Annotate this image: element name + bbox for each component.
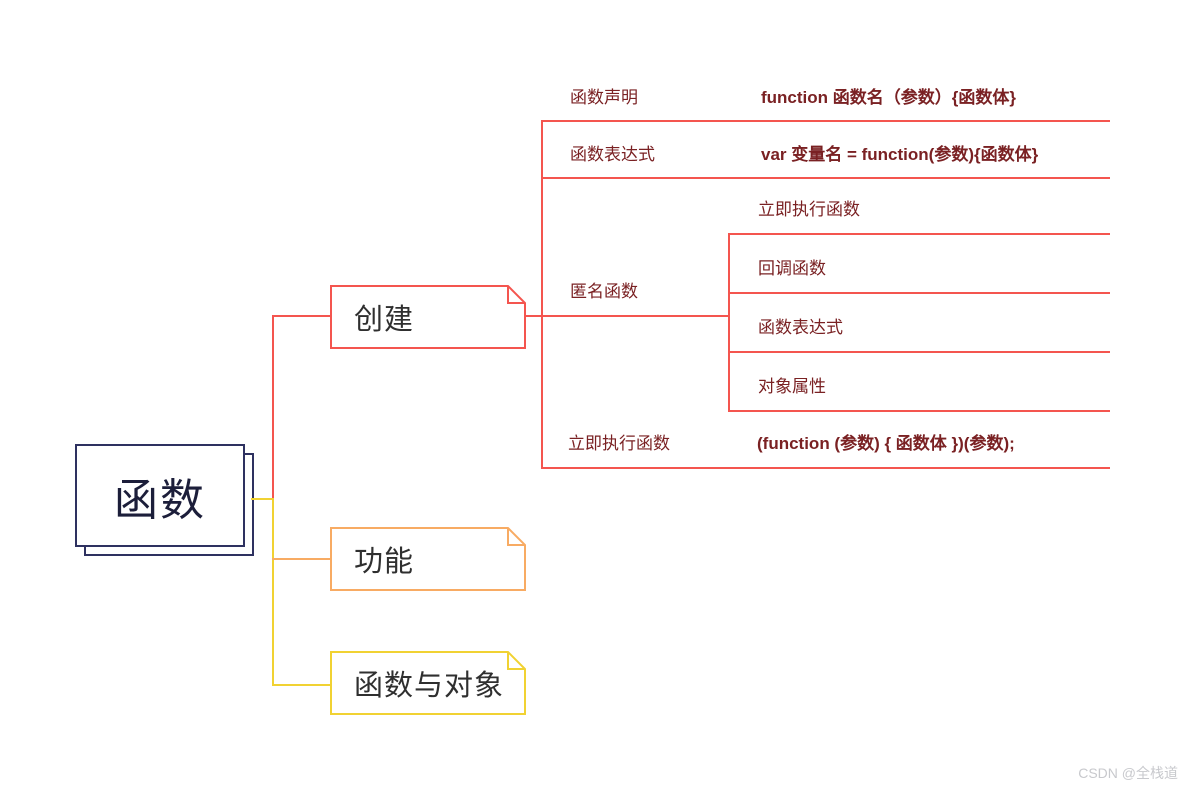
branch-node-create-label: 创建 <box>354 304 415 336</box>
topic-anon-callback[interactable]: 回调函数 <box>758 259 826 278</box>
connector-trunk-red <box>272 315 274 500</box>
underline-row-iife <box>541 467 1110 469</box>
topic-anon-iife[interactable]: 立即执行函数 <box>758 200 860 219</box>
branch-node-feature[interactable]: 功能 <box>330 527 526 591</box>
topic-anon-expression[interactable]: 函数表达式 <box>758 318 843 337</box>
topic-function-declaration[interactable]: 函数声明 <box>570 88 638 107</box>
branch-node-func-object-label: 函数与对象 <box>354 670 505 702</box>
connector-to-create <box>272 315 332 317</box>
root-node[interactable]: 函数 <box>75 444 245 547</box>
root-node-label: 函数 <box>114 475 206 525</box>
branch-node-feature-label: 功能 <box>354 546 415 578</box>
branch-node-func-object[interactable]: 函数与对象 <box>330 651 526 715</box>
code-iife[interactable]: (function (参数) { 函数体 })(参数); <box>757 434 1015 453</box>
connector-trunk-yellow <box>272 498 274 686</box>
topic-anonymous-function[interactable]: 匿名函数 <box>570 282 638 301</box>
code-function-expression[interactable]: var 变量名 = function(参数){函数体} <box>761 145 1039 164</box>
underline-anon-child-3 <box>728 351 1110 353</box>
tree-trunk-outer <box>541 120 543 469</box>
topic-iife[interactable]: 立即执行函数 <box>568 434 670 453</box>
underline-anon-child-2 <box>728 292 1110 294</box>
note-shape <box>330 285 526 349</box>
note-shape <box>330 527 526 591</box>
connector-root-stub <box>251 498 273 500</box>
underline-anon-child-1 <box>728 233 1110 235</box>
connector-to-feature <box>272 558 332 560</box>
csdn-watermark: CSDN @全栈道 <box>1078 765 1178 781</box>
underline-row-declaration <box>541 120 1110 122</box>
connector-to-func-object <box>272 684 332 686</box>
code-function-declaration[interactable]: function 函数名（参数）{函数体} <box>761 88 1016 107</box>
branch-node-create[interactable]: 创建 <box>330 285 526 349</box>
topic-anon-object-property[interactable]: 对象属性 <box>758 377 826 396</box>
underline-row-expression <box>541 177 1110 179</box>
connector-create-to-children <box>524 315 730 317</box>
topic-function-expression[interactable]: 函数表达式 <box>570 145 655 164</box>
tree-trunk-inner <box>728 233 730 412</box>
note-shape <box>330 651 526 715</box>
underline-anon-child-4 <box>728 410 1110 412</box>
